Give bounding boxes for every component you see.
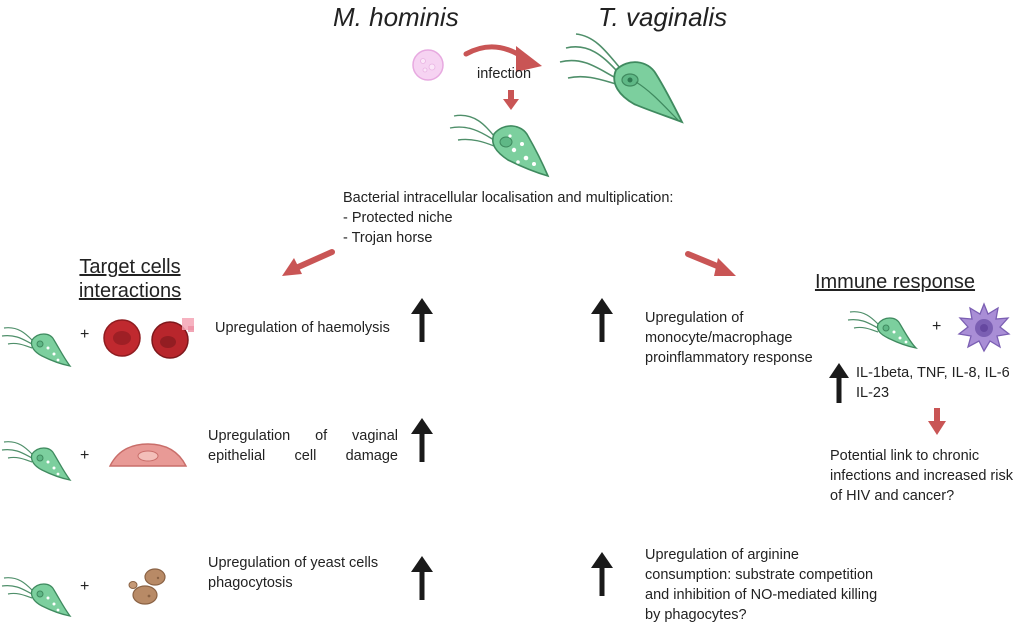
target-cells-heading: Target cells interactions: [60, 255, 200, 303]
red-blood-cell-icon: [103, 319, 141, 357]
potential-link-line1: Potential link to chronic: [830, 448, 980, 464]
target-cells-heading-line2: interactions: [78, 280, 182, 302]
plus-sign-row1: +: [80, 326, 90, 343]
protozoan-name: T. vaginalis: [598, 2, 728, 32]
up-arrow-icon-epithelial: [411, 418, 433, 462]
infection-label: infection: [477, 66, 532, 82]
localisation-title: Bacterial intracellular localisation and…: [343, 190, 674, 206]
potential-link-line2: infections and increased risk: [830, 468, 1013, 484]
arginine-line2: consumption: substrate competition: [645, 567, 874, 583]
immune-response-heading: Immune response: [814, 271, 976, 293]
up-arrow-icon-macrophage: [591, 298, 613, 342]
up-arrow-icon-haemolysis: [411, 298, 433, 342]
yeast-phagocytosis-line2: phagocytosis: [208, 575, 293, 591]
plus-sign-row2: +: [80, 447, 90, 464]
arginine-line4: by phagocytes?: [645, 607, 747, 623]
yeast-phagocytosis-line1: Upregulation of yeast cells: [208, 555, 379, 571]
plus-sign-row3: +: [80, 578, 90, 595]
arginine-line1: Upregulation of arginine: [645, 547, 799, 563]
macrophage-response-line3: proinflammatory response: [645, 350, 813, 366]
up-arrow-icon-arginine: [591, 552, 613, 596]
bacterium-cell-icon: [412, 49, 444, 81]
infected-parasite-icon: [449, 114, 550, 178]
cytokines-line1: IL-1beta, TNF, IL-8, IL-6: [856, 365, 1010, 381]
parasite-small-icon-row1: [1, 327, 72, 367]
macrophage-response-line1: Upregulation of: [645, 310, 744, 326]
plus-sign-immune: +: [932, 318, 942, 335]
infection-curved-arrow-icon: [463, 44, 542, 72]
localisation-point-1: - Protected niche: [343, 210, 453, 226]
red-down-arrow-icon: [928, 408, 946, 435]
red-arrow-left-icon: [282, 249, 335, 276]
lysed-red-blood-cell-icon: [151, 318, 194, 359]
parasite-small-icon-row2: [1, 441, 72, 481]
parasite-small-icon-immune: [847, 311, 918, 350]
target-cells-heading-line1: Target cells: [79, 256, 181, 278]
localisation-point-2: - Trojan horse: [343, 230, 433, 246]
macrophage-icon: [957, 302, 1011, 353]
red-arrow-right-icon: [685, 251, 736, 276]
infection-down-arrow-icon: [503, 90, 519, 110]
parasite-small-icon-row3: [1, 577, 72, 617]
t-vaginalis-parasite-icon: [559, 33, 684, 124]
cytokines-line2: IL-23: [856, 385, 890, 401]
arginine-line3: and inhibition of NO-mediated killing: [645, 587, 878, 603]
potential-link-line3: of HIV and cancer?: [830, 488, 955, 504]
up-arrow-icon-yeast: [411, 556, 433, 600]
bacterium-name: M. hominis: [333, 2, 459, 32]
epithelial-cell-icon: [108, 443, 188, 467]
epithelial-damage-line2: epithelial cell damage: [208, 448, 398, 464]
epithelial-damage-line1: Upregulation of vaginal: [208, 428, 398, 444]
macrophage-response-line2: monocyte/macrophage: [645, 330, 793, 346]
haemolysis-text: Upregulation of haemolysis: [215, 320, 390, 336]
up-arrow-icon-cytokines: [829, 363, 849, 403]
yeast-cells-icon: [128, 568, 166, 605]
